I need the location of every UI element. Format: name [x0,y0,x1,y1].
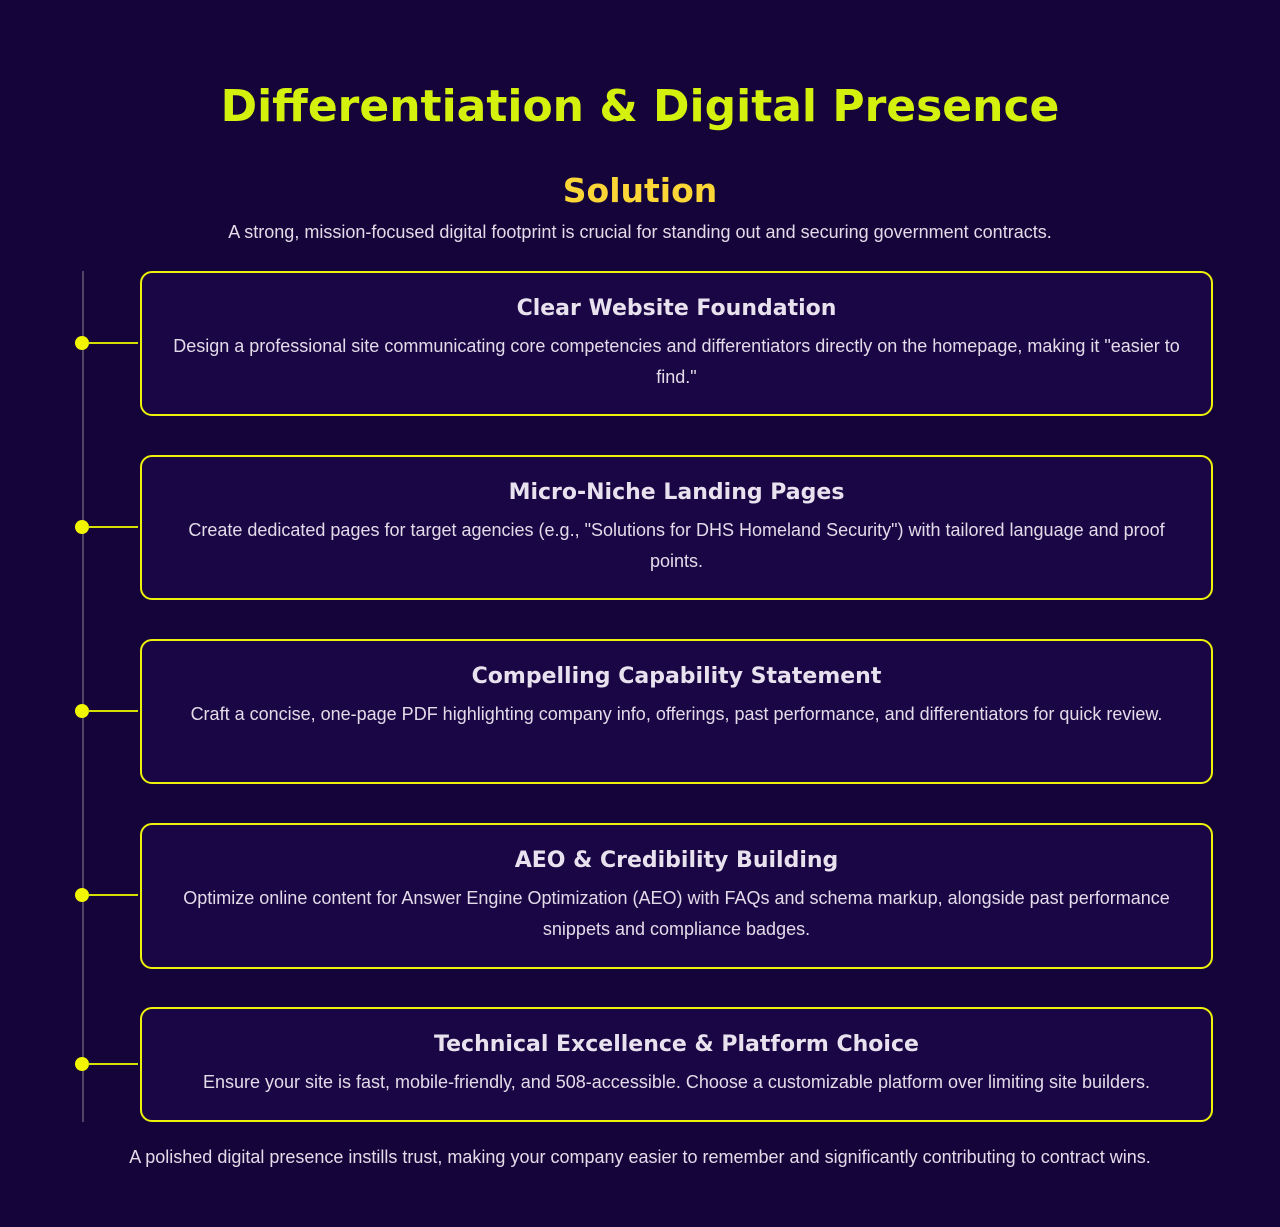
card-text: Optimize online content for Answer Engin… [183,888,1170,939]
card-capability-statement: Compelling Capability Statement Craft a … [140,639,1213,784]
timeline-line [82,271,84,1122]
card-title: AEO & Credibility Building [514,848,839,873]
timeline-connector [88,894,138,896]
card-text: Craft a concise, one-page PDF highlighti… [190,704,1163,724]
timeline-dot-icon [75,888,89,902]
page-subtitle: Solution [562,171,718,211]
footer-text: A polished digital presence instills tru… [129,1147,1151,1167]
timeline-dot-icon [75,1057,89,1071]
timeline-dot-icon [75,520,89,534]
card-text: Design a professional site communicating… [173,336,1180,387]
card-clear-website-foundation: Clear Website Foundation Design a profes… [140,271,1213,416]
card-title: Technical Excellence & Platform Choice [434,1032,919,1057]
timeline-connector [88,1063,138,1065]
card-title: Compelling Capability Statement [471,664,882,689]
card-title: Micro-Niche Landing Pages [508,480,845,505]
timeline-dot-icon [75,704,89,718]
card-title: Clear Website Foundation [516,296,837,321]
timeline-connector [88,710,138,712]
timeline-dot-icon [75,336,89,350]
timeline-connector [88,526,138,528]
card-technical-excellence: Technical Excellence & Platform Choice E… [140,1007,1213,1122]
card-aeo-credibility: AEO & Credibility Building Optimize onli… [140,823,1213,969]
card-text: Create dedicated pages for target agenci… [188,520,1165,571]
card-micro-niche-landing-pages: Micro-Niche Landing Pages Create dedicat… [140,455,1213,600]
page-title: Differentiation & Digital Presence [220,81,1060,133]
timeline-connector [88,342,138,344]
intro-text: A strong, mission-focused digital footpr… [228,222,1052,242]
card-text: Ensure your site is fast, mobile-friendl… [202,1072,1151,1092]
